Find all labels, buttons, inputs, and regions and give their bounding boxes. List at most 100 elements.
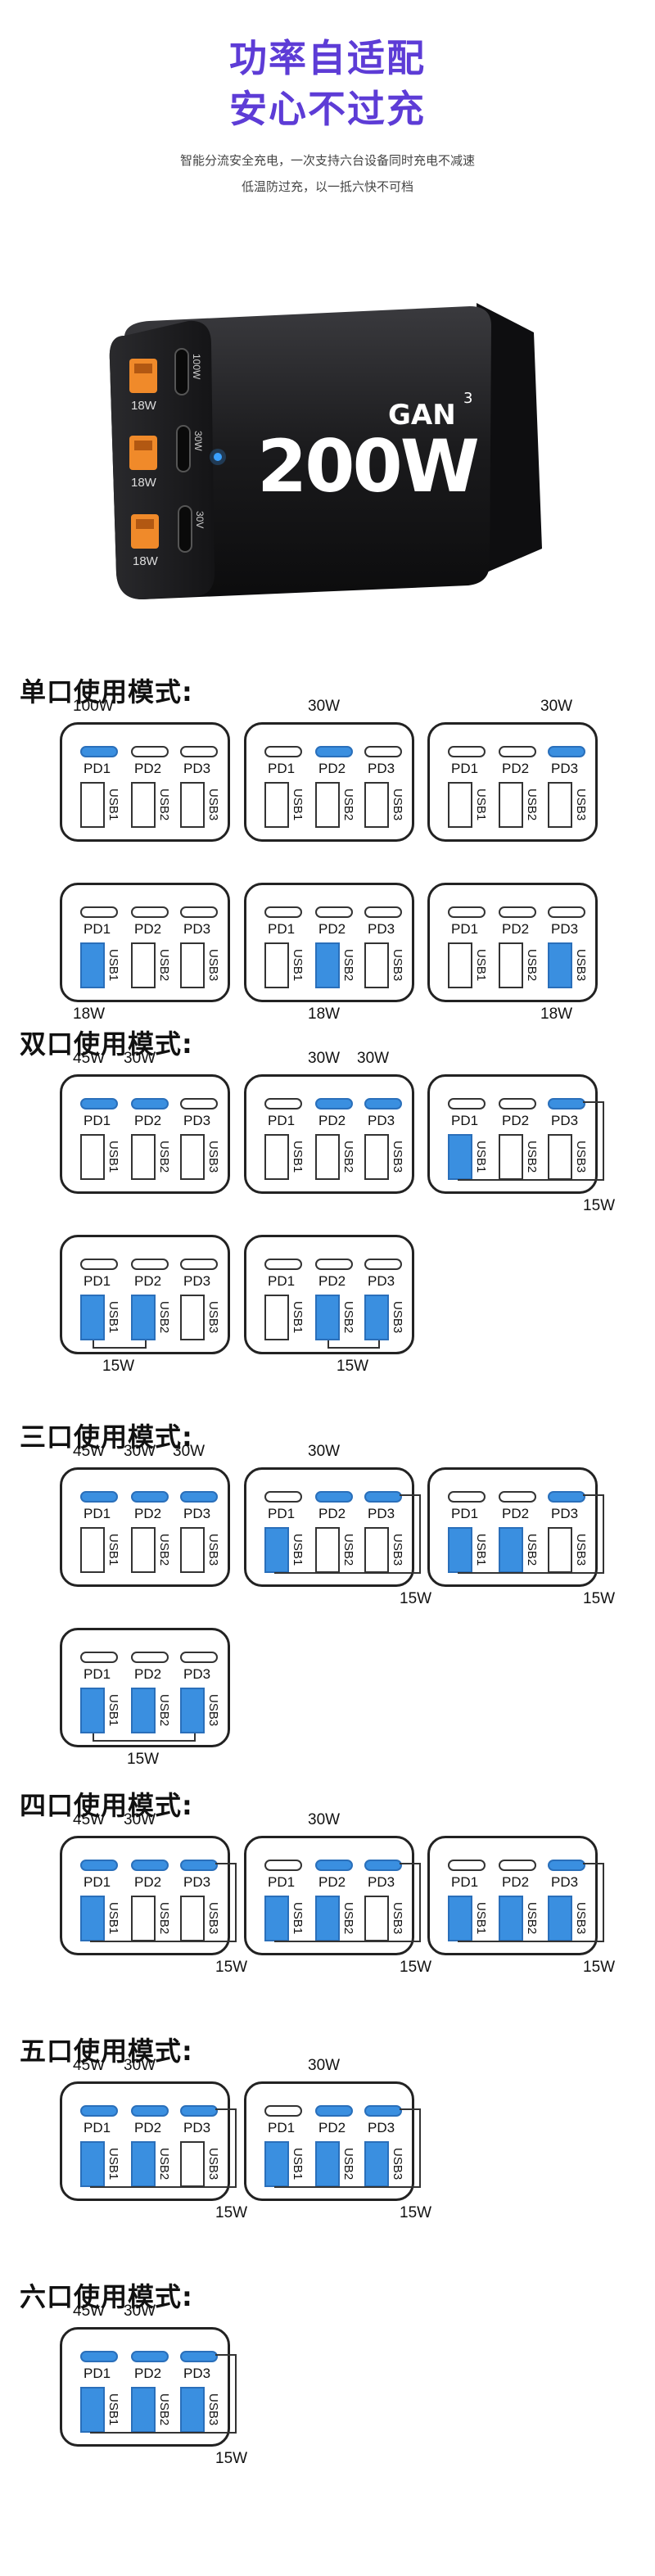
pd-port-3 (180, 906, 218, 918)
shared-power-line (419, 1863, 421, 1942)
power-label: 30W (124, 1050, 156, 1067)
pd-port-label: PD1 (84, 921, 111, 937)
usb-port-1 (80, 1527, 105, 1573)
pd-port-label: PD3 (368, 2120, 395, 2135)
power-rating: 200W (257, 424, 478, 508)
pd-port-1 (264, 906, 302, 918)
pd-port-label: PD3 (551, 1874, 579, 1890)
pd-port-2 (315, 1098, 353, 1109)
pd-port-label: PD2 (134, 1666, 162, 1682)
pd-port-label: PD1 (84, 1666, 111, 1682)
usb-port-2 (131, 1134, 156, 1180)
usb-port-2 (315, 1896, 340, 1941)
power-label: 45W (73, 2057, 106, 2074)
pd-port-1 (264, 1860, 302, 1871)
pd-port-2 (131, 906, 169, 918)
section-title: 三口使用模式: (20, 1421, 193, 1453)
usb-port-label: USB1 (106, 1301, 120, 1334)
power-label: 30W (308, 698, 341, 715)
pd-port-label: PD2 (318, 1273, 346, 1289)
pd-port-2 (499, 1491, 536, 1503)
charger-product-image: 18W 18W 18W 100W 30W 30V GAN 3 200W (109, 303, 542, 599)
usb-port-label: USB2 (525, 949, 539, 982)
pd-port-3 (548, 1860, 585, 1871)
hero-banner: 功率自适配 安心不过充 智能分流安全充电，一次支持六台设备同时充电不减速 低温防… (147, 0, 508, 246)
pd-port-2 (131, 1491, 169, 1503)
usb-port-label: USB1 (106, 2148, 120, 2181)
power-label: 15W (583, 1959, 616, 1976)
power-label: 18W (540, 1006, 573, 1023)
power-label: 30W (173, 1443, 206, 1460)
usb-port-1 (80, 1134, 105, 1180)
pd-port-label: PD3 (183, 1874, 211, 1890)
pd-port-label: PD2 (502, 1874, 530, 1890)
section-title: 单口使用模式: (20, 676, 193, 707)
pd-port-3 (364, 906, 402, 918)
usb-port-2 (499, 782, 523, 828)
usb-port-label: USB2 (157, 2148, 171, 2181)
pd-port-label: PD2 (502, 1113, 530, 1128)
power-label: 30W (308, 1050, 341, 1067)
pd-port-label: PD2 (318, 761, 346, 776)
usb-port-1 (80, 1896, 105, 1941)
pd-port-3 (364, 746, 402, 757)
pd-port-label: PD2 (134, 1113, 162, 1128)
usb-port-label: USB2 (157, 789, 171, 821)
usb-port-3 (548, 1527, 572, 1573)
usb-port-2 (131, 1896, 156, 1941)
pd-port-2 (499, 746, 536, 757)
usb-port-label: USB2 (341, 789, 355, 821)
pd-port-label: PD3 (183, 1666, 211, 1682)
power-label: 30W (124, 2057, 156, 2074)
pd-port-2 (315, 2105, 353, 2117)
shared-power-line (419, 1494, 421, 1574)
usb-port-label: USB1 (106, 949, 120, 982)
usb-port-1 (80, 782, 105, 828)
usb-port-3 (364, 782, 389, 828)
pd-port-2 (499, 906, 536, 918)
power-label: 30W (124, 2303, 156, 2320)
pd-port-3 (548, 1098, 585, 1109)
pd-port-1 (80, 1652, 118, 1663)
pd-port-1 (80, 1860, 118, 1871)
usb-port-2 (499, 1527, 523, 1573)
shared-power-line (235, 2108, 237, 2188)
status-led (214, 453, 222, 461)
headline-line-1: 功率自适配 (229, 36, 426, 80)
pd-port-label: PD3 (368, 1273, 395, 1289)
usb-port-3 (548, 942, 572, 988)
usb-port-label: USB3 (206, 2393, 220, 2426)
pd-port-1 (80, 746, 118, 757)
usb-port-label: USB2 (157, 2393, 171, 2426)
pd-port-label: PD2 (134, 1506, 162, 1521)
pd-port-1 (264, 1098, 302, 1109)
usb-port-label: USB3 (206, 1141, 220, 1173)
pd-port-label: PD3 (368, 1113, 395, 1128)
shared-power-line (274, 1572, 419, 1574)
shared-power-line (235, 2354, 237, 2434)
usb-port-label: USB1 (291, 789, 305, 821)
usb-port-1 (264, 1527, 289, 1573)
usb-port-label: USB1 (106, 1534, 120, 1566)
shared-power-line (603, 1863, 604, 1942)
usb-port-label: USB3 (574, 949, 588, 982)
usb-port-1 (448, 1527, 472, 1573)
shared-power-line (328, 1340, 380, 1349)
power-label: 30W (124, 1443, 156, 1460)
shared-power-line (458, 1179, 603, 1181)
pd-port-label: PD3 (368, 1874, 395, 1890)
power-label: 30W (540, 698, 573, 715)
pd-port-label: PD3 (551, 921, 579, 937)
usb-port-label: USB1 (106, 1694, 120, 1727)
pd-port-label: PD2 (318, 2120, 346, 2135)
pd-port-label: PD3 (183, 761, 211, 776)
usb-a-1-label: 18W (131, 399, 157, 413)
pd-port-label: PD1 (268, 761, 296, 776)
usb-port-label: USB2 (525, 789, 539, 821)
pd-port-label: PD1 (268, 1113, 296, 1128)
pd-3-label: 30V (194, 511, 206, 528)
